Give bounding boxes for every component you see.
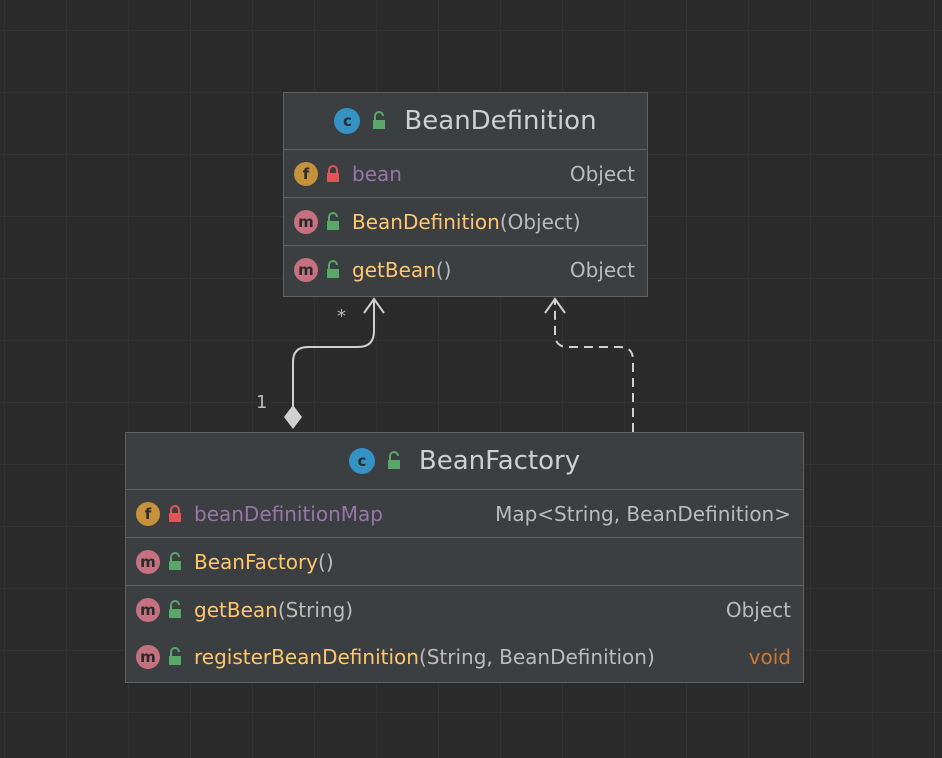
method-row[interactable]: m getBean() Object bbox=[284, 246, 647, 293]
constructors-section: m BeanDefinition(Object) bbox=[284, 198, 647, 246]
closed-lock-icon bbox=[327, 164, 339, 182]
open-lock-icon bbox=[387, 451, 400, 469]
open-lock-icon bbox=[169, 599, 181, 618]
method-icon: m bbox=[136, 549, 160, 574]
method-params: (String, BeanDefinition) bbox=[418, 644, 655, 669]
field-icon: f bbox=[136, 501, 160, 526]
field-name: bean bbox=[352, 161, 402, 186]
constructor-name: BeanFactory bbox=[194, 549, 319, 574]
field-name: beanDefinitionMap bbox=[194, 501, 383, 526]
method-name: registerBeanDefinition bbox=[194, 644, 419, 669]
class-bean-factory[interactable]: c BeanFactory f beanDefinitionMap Map<St… bbox=[125, 432, 804, 683]
field-type: Map<String, BeanDefinition> bbox=[495, 501, 791, 526]
source-multiplicity: 1 bbox=[256, 392, 268, 413]
method-return-type: void bbox=[748, 644, 791, 669]
method-icon: m bbox=[294, 209, 318, 234]
constructor-params: () bbox=[318, 549, 334, 574]
methods-section: m getBean() Object bbox=[284, 246, 647, 293]
aggregation-arrowhead bbox=[363, 297, 385, 314]
method-name: getBean bbox=[352, 257, 436, 282]
open-lock-icon bbox=[169, 551, 181, 570]
constructor-name: BeanDefinition bbox=[352, 209, 500, 234]
constructor-row[interactable]: m BeanFactory() bbox=[126, 538, 803, 585]
method-params: () bbox=[435, 257, 452, 282]
method-params: (String) bbox=[277, 597, 354, 622]
method-icon: m bbox=[136, 597, 160, 622]
field-type: Object bbox=[569, 161, 635, 186]
class-header: c BeanFactory bbox=[126, 433, 803, 490]
class-icon: c bbox=[348, 448, 375, 474]
class-bean-definition[interactable]: c BeanDefinition f bean Object m BeanDef… bbox=[283, 92, 648, 297]
closed-lock-icon bbox=[169, 504, 181, 522]
class-header: c BeanDefinition bbox=[284, 93, 647, 150]
method-row[interactable]: m registerBeanDefinition(String, BeanDef… bbox=[126, 633, 803, 680]
target-multiplicity: * bbox=[337, 306, 346, 327]
aggregation-line[interactable] bbox=[292, 300, 375, 408]
constructor-params: (Object) bbox=[499, 209, 581, 234]
open-lock-icon bbox=[373, 111, 386, 129]
method-return-type: Object bbox=[569, 257, 635, 282]
fields-section: f bean Object bbox=[284, 150, 647, 198]
field-icon: f bbox=[294, 161, 318, 186]
field-row[interactable]: f beanDefinitionMap Map<String, BeanDefi… bbox=[126, 490, 803, 537]
open-lock-icon bbox=[327, 211, 339, 230]
class-name: BeanFactory bbox=[418, 446, 581, 476]
methods-section: m getBean(String) Object m registerBeanD… bbox=[126, 586, 803, 680]
constructors-section: m BeanFactory() bbox=[126, 538, 803, 586]
class-icon: c bbox=[334, 108, 361, 134]
class-name: BeanDefinition bbox=[404, 106, 597, 136]
method-return-type: Object bbox=[725, 597, 791, 622]
method-name: getBean bbox=[194, 597, 278, 622]
open-lock-icon bbox=[327, 259, 339, 278]
method-icon: m bbox=[294, 257, 318, 282]
fields-section: f beanDefinitionMap Map<String, BeanDefi… bbox=[126, 490, 803, 538]
field-row[interactable]: f bean Object bbox=[284, 150, 647, 197]
constructor-row[interactable]: m BeanDefinition(Object) bbox=[284, 198, 647, 245]
aggregation-diamond bbox=[284, 405, 302, 429]
method-row[interactable]: m getBean(String) Object bbox=[126, 586, 803, 633]
open-lock-icon bbox=[169, 646, 181, 665]
dependency-line[interactable] bbox=[554, 300, 634, 432]
method-icon: m bbox=[136, 644, 160, 669]
dependency-arrowhead bbox=[544, 297, 566, 314]
